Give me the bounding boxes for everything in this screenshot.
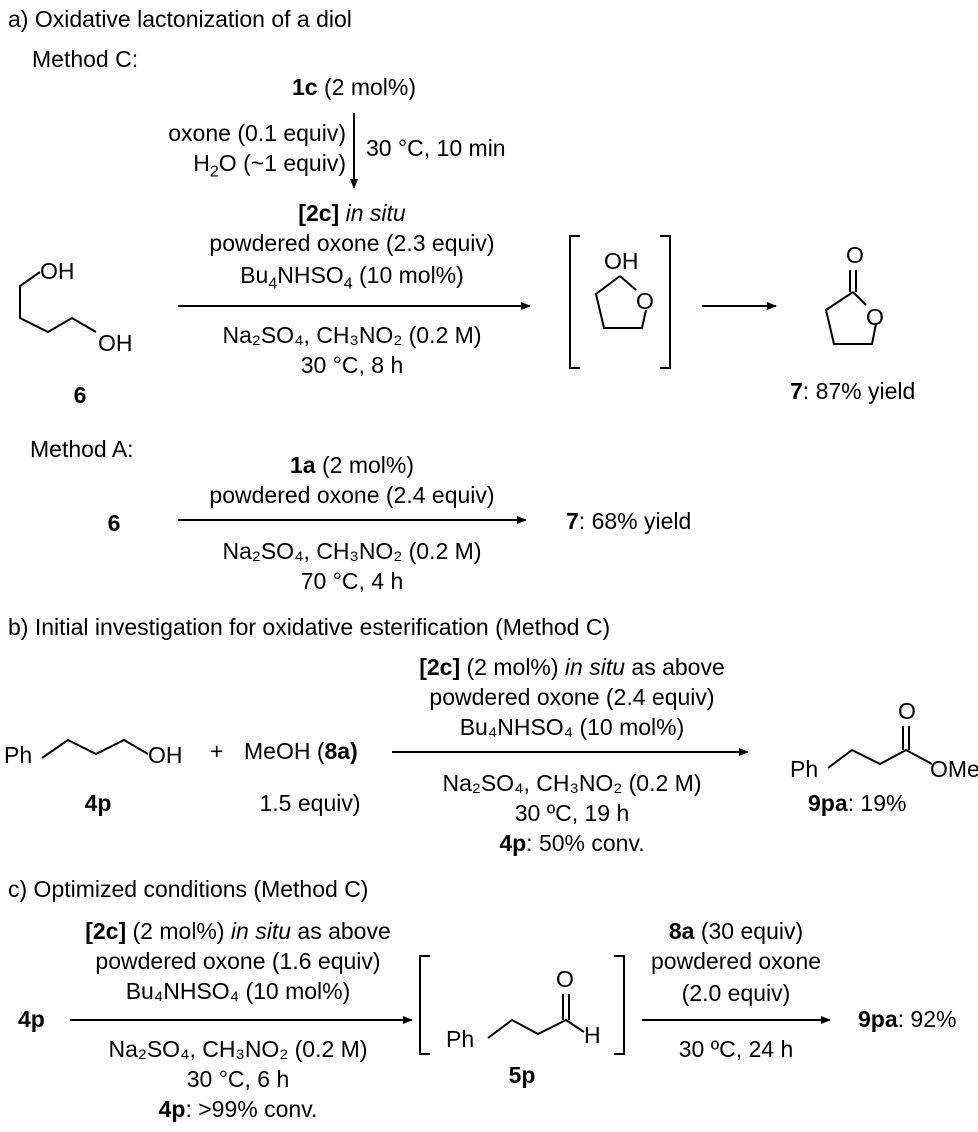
heading-b: b) Initial investigation for oxidative e…: [8, 614, 611, 640]
step2-conditions: 30 ºC, 24 h: [678, 1036, 794, 1062]
aldehyde-o: O: [556, 966, 574, 992]
conditions-a-2: 30 °C, 8 h: [300, 352, 404, 378]
methanol-equiv: 1.5 equiv): [259, 790, 361, 816]
diol-compound-id: 6: [73, 382, 87, 408]
product-9pa-yield-c: 9pa: 92%: [858, 1006, 957, 1032]
ptc-a: Bu4NHSO4 (10 mol%): [240, 262, 464, 293]
sm-4p-ph: Ph: [4, 742, 33, 768]
method-a-product-yield: 7: 68% yield: [566, 508, 692, 534]
catalyst-label-c: [2c] (2 mol%) in situ as above: [85, 918, 391, 944]
aldehyde-h: H: [584, 1022, 601, 1048]
conditions-b-2: 30 ºC, 19 h: [514, 800, 630, 826]
lactone-carbonyl-o: O: [846, 242, 864, 268]
lactol-ring-bond: [619, 275, 637, 291]
diol-oh-2: OH: [98, 330, 133, 356]
activation-reagent-1: oxone (0.1 equiv): [168, 120, 346, 146]
ester-ome: OMe: [930, 756, 978, 782]
activation-reagent-2: H2O (~1 equiv): [193, 150, 346, 181]
aldehyde-chain: [487, 1018, 585, 1039]
method-a-oxone: powdered oxone (2.4 equiv): [209, 482, 495, 508]
conversion-b: 4p: 50% conv.: [499, 830, 645, 856]
conditions-c-1: Na₂SO₄, CH₃NO₂ (0.2 M): [108, 1036, 368, 1062]
heading-c: c) Optimized conditions (Method C): [8, 876, 369, 902]
ptc-b: Bu₄NHSO₄ (10 mol%): [459, 714, 685, 740]
lactol-ring-o: O: [636, 288, 654, 314]
sm-4p-chain: [41, 738, 149, 759]
ester-carbonyl-o: O: [898, 698, 916, 724]
heading-a: a) Oxidative lactonization of a diol: [8, 6, 352, 32]
bracket-right-a: [660, 235, 671, 369]
precatalyst-label: 1c (2 mol%): [292, 74, 416, 100]
sm-4p-id: 4p: [84, 790, 112, 816]
lactone-ring-o: O: [866, 304, 884, 330]
method-a-label: Method A:: [30, 436, 134, 462]
method-a-catalyst: 1a (2 mol%): [290, 452, 414, 478]
sm-4p-id-c: 4p: [18, 1006, 45, 1032]
conditions-b-1: Na₂SO₄, CH₃NO₂ (0.2 M): [442, 770, 702, 796]
oxone-a: powdered oxone (2.3 equiv): [209, 230, 495, 256]
method-a-conditions-2: 70 °C, 4 h: [300, 568, 404, 594]
ester-chain: [827, 748, 933, 769]
activation-conditions: 30 °C, 10 min: [366, 135, 506, 161]
conditions-c-2: 30 °C, 6 h: [186, 1066, 290, 1092]
methanol-label: MeOH (8a): [244, 738, 358, 764]
product-7-yield: 7: 87% yield: [790, 378, 916, 404]
diol-oh-1: OH: [40, 258, 75, 284]
step2-oxone-2: (2.0 equiv): [681, 980, 791, 1006]
method-a-sm-id: 6: [107, 510, 121, 536]
lactone-ring-bond: [852, 291, 867, 306]
ester-ph: Ph: [790, 756, 819, 782]
aldehyde-ph: Ph: [446, 1026, 475, 1052]
bracket-left-a: [569, 235, 580, 369]
diol-skeleton: [19, 271, 97, 334]
method-a-conditions-1: Na₂SO₄, CH₃NO₂ (0.2 M): [222, 538, 482, 564]
oxone-c: powdered oxone (1.6 equiv): [95, 948, 381, 974]
catalyst-label-b: [2c] (2 mol%) in situ as above: [419, 654, 725, 680]
bracket-left-c: [419, 955, 430, 1055]
catalyst-label-a: [2c] in situ: [298, 200, 406, 226]
lactone-ring: [824, 291, 877, 345]
conditions-a-1: Na₂SO₄, CH₃NO₂ (0.2 M): [222, 322, 482, 348]
ptc-c: Bu₄NHSO₄ (10 mol%): [125, 978, 351, 1004]
sm-4p-oh: OH: [148, 742, 183, 768]
intermediate-5p-id: 5p: [508, 1062, 536, 1088]
oxone-b: powdered oxone (2.4 equiv): [429, 684, 715, 710]
method-c-label: Method C:: [32, 46, 139, 72]
plus-sign: +: [210, 738, 224, 764]
bracket-right-c: [614, 955, 625, 1055]
product-9pa-yield-b: 9pa: 19%: [808, 790, 907, 816]
step2-oxone-1: powdered oxone: [650, 948, 822, 974]
lactol-ring: [594, 275, 647, 329]
step2-reagent: 8a (30 equiv): [668, 918, 804, 944]
lactol-oh: OH: [604, 248, 639, 274]
conversion-c: 4p: >99% conv.: [158, 1096, 318, 1122]
